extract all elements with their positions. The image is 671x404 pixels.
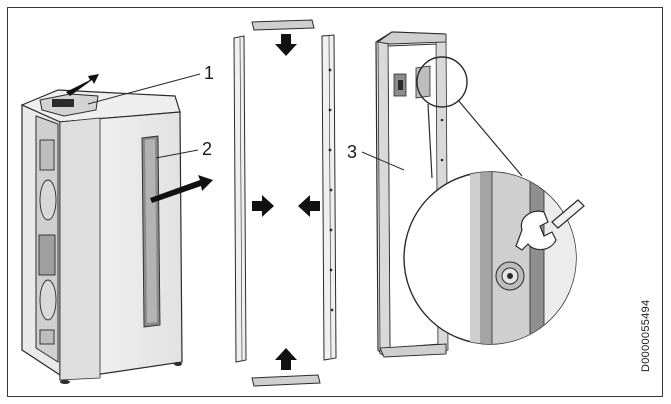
wrench-icon — [515, 199, 585, 251]
frame-parts-exploded — [233, 19, 337, 387]
leader-line-3 — [361, 151, 405, 171]
appliance-unit — [20, 89, 183, 384]
callout-3: 3 — [347, 142, 358, 162]
figure-border — [7, 7, 663, 397]
arrow-icon — [66, 74, 213, 203]
callout-1: 1 — [204, 63, 215, 83]
leader-lines-left — [87, 73, 201, 159]
arrow-icon — [252, 34, 320, 370]
callout-2: 2 — [202, 139, 213, 159]
detail-magnifier-circle — [416, 56, 468, 108]
detail-connector-lines — [427, 99, 523, 179]
document-id: D0000055494 — [640, 299, 652, 372]
